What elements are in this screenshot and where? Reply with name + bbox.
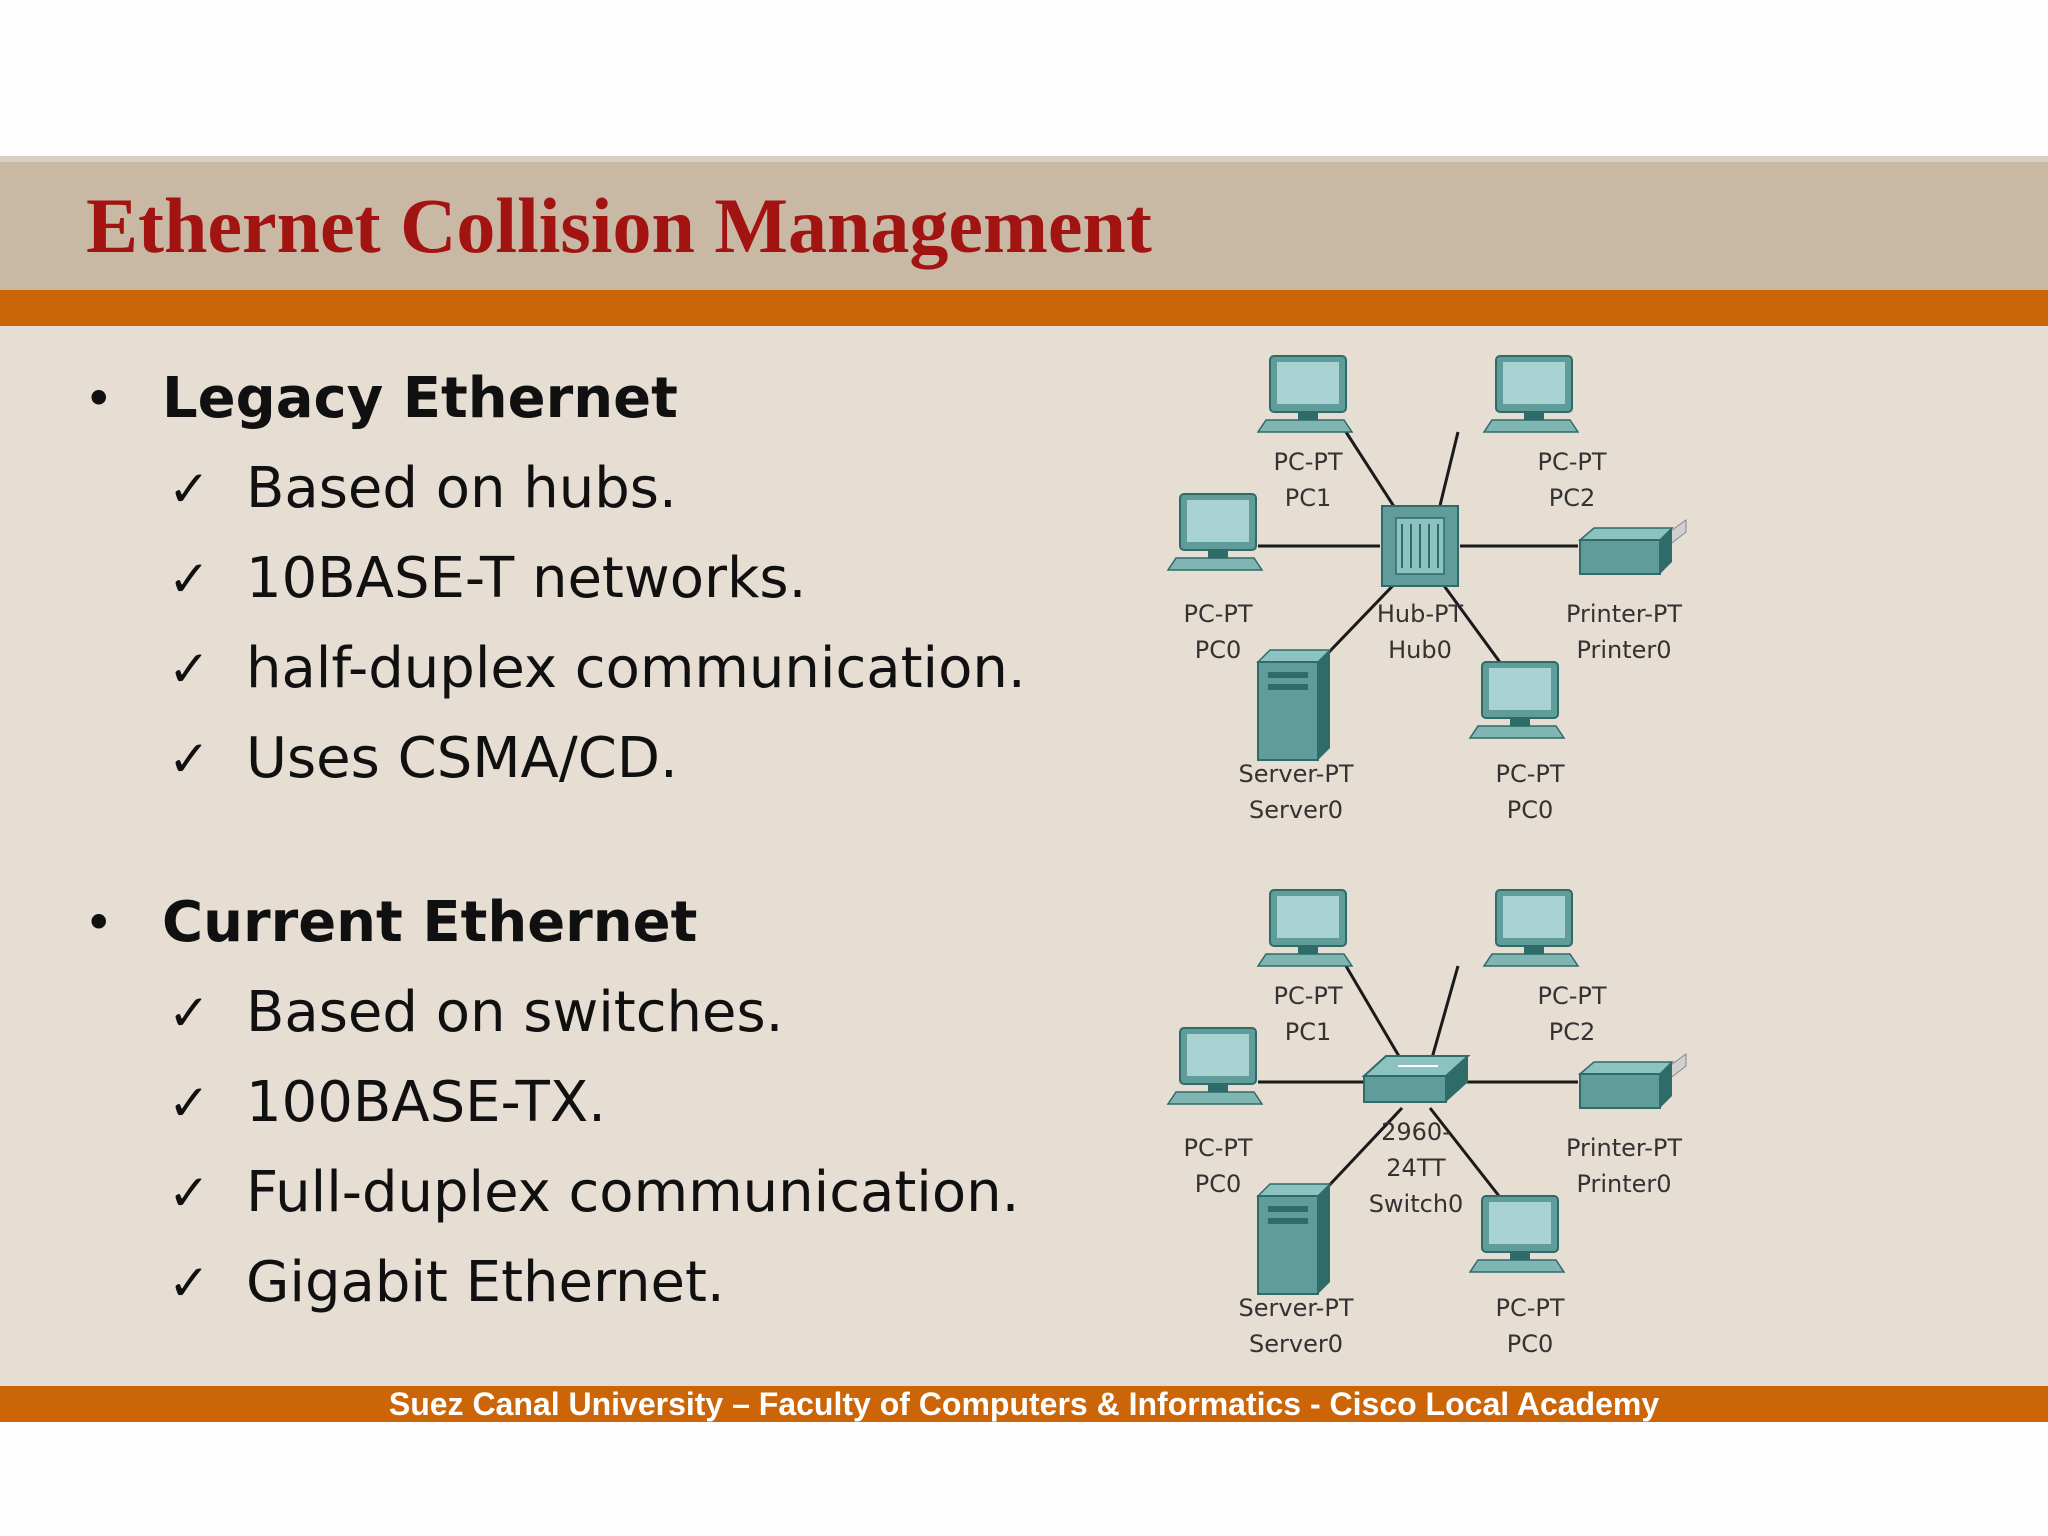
slide-title: Ethernet Collision Management [86, 182, 1152, 269]
device-label: PC2 [1548, 1018, 1596, 1046]
sub-item-text: 10BASE-T networks. [246, 546, 807, 611]
device-label: PC1 [1284, 1018, 1332, 1046]
device-label: Hub-PT [1376, 600, 1464, 628]
sub-item: ✓ 100BASE-TX. [84, 1058, 1154, 1148]
device-label: Server-PT [1238, 1294, 1354, 1322]
sub-item: ✓ Based on switches. [84, 968, 1154, 1058]
check-icon: ✓ [168, 1074, 210, 1132]
server-icon [1256, 649, 1332, 761]
check-icon: ✓ [168, 1254, 210, 1312]
bullet-item: • Current Ethernet [84, 878, 1154, 968]
check-icon: ✓ [168, 460, 210, 518]
printer-icon [1577, 519, 1687, 575]
legacy-ethernet-heading: Legacy Ethernet [162, 366, 678, 431]
footer-text: Suez Canal University – Faculty of Compu… [388, 1386, 1660, 1422]
sub-item: ✓ Gigabit Ethernet. [84, 1238, 1154, 1328]
pc-icon [1482, 355, 1580, 433]
link-line [1432, 571, 1512, 677]
pc-icon [1256, 355, 1354, 433]
pc-icon [1468, 661, 1566, 739]
sub-item-text: half-duplex communication. [246, 636, 1026, 701]
device-label: PC-PT [1273, 448, 1343, 476]
sub-item-text: 100BASE-TX. [246, 1070, 606, 1135]
device-label: Server0 [1249, 796, 1343, 824]
device-label: PC-PT [1537, 982, 1607, 1010]
link-line [1344, 965, 1402, 1059]
title-accent-bar [0, 290, 2048, 326]
device-label: PC0 [1506, 796, 1554, 824]
pc-icon [1166, 1027, 1264, 1105]
device-label: PC-PT [1537, 448, 1607, 476]
sub-item: ✓ Uses CSMA/CD. [84, 714, 1154, 804]
sub-item-text: Full-duplex communication. [246, 1160, 1020, 1225]
device-label: Switch0 [1368, 1190, 1464, 1218]
check-icon: ✓ [168, 984, 210, 1042]
device-label: PC-PT [1495, 1294, 1565, 1322]
device-label: PC1 [1284, 484, 1332, 512]
hub-icon [1381, 505, 1459, 587]
legacy-ethernet-group: • Legacy Ethernet ✓ Based on hubs. ✓ 10B… [84, 354, 1154, 804]
sub-item-text: Uses CSMA/CD. [246, 726, 678, 791]
sub-item: ✓ Full-duplex communication. [84, 1148, 1154, 1238]
pc-icon [1482, 889, 1580, 967]
device-label: Hub0 [1388, 636, 1452, 664]
bullet-dot: • [84, 370, 114, 428]
sub-item: ✓ half-duplex communication. [84, 624, 1154, 714]
link-line [1430, 965, 1460, 1059]
footer-bar [0, 1386, 2048, 1422]
current-ethernet-heading: Current Ethernet [162, 890, 698, 955]
device-label: PC-PT [1183, 1134, 1253, 1162]
check-icon: ✓ [168, 640, 210, 698]
check-icon: ✓ [168, 550, 210, 608]
sub-item-text: Based on hubs. [246, 456, 677, 521]
device-label: PC-PT [1273, 982, 1343, 1010]
device-label: Server-PT [1238, 760, 1354, 788]
pc-icon [1256, 889, 1354, 967]
check-icon: ✓ [168, 1164, 210, 1222]
printer-icon [1577, 1053, 1687, 1109]
device-label: PC-PT [1183, 600, 1253, 628]
device-label: 24TT [1386, 1154, 1446, 1182]
device-label: Printer-PT [1565, 600, 1683, 628]
device-label: PC-PT [1495, 760, 1565, 788]
switch-icon [1361, 1055, 1471, 1103]
topology-graphic [1166, 889, 1687, 1295]
topology-graphic [1166, 355, 1687, 761]
check-icon: ✓ [168, 730, 210, 788]
device-label: 2960- [1381, 1118, 1451, 1146]
device-label: Printer0 [1576, 636, 1672, 664]
device-label: PC0 [1506, 1330, 1554, 1358]
pc-icon [1468, 1195, 1566, 1273]
bullet-dot: • [84, 894, 114, 952]
device-label: Printer0 [1576, 1170, 1672, 1198]
top-rule [0, 156, 2048, 162]
device-label: PC2 [1548, 484, 1596, 512]
bullet-text: • Legacy Ethernet ✓ Based on hubs. ✓ 10B… [0, 326, 1160, 1386]
server-icon [1256, 1183, 1332, 1295]
sub-item-text: Gigabit Ethernet. [246, 1250, 725, 1315]
sub-item: ✓ Based on hubs. [84, 444, 1154, 534]
sub-item-text: Based on switches. [246, 980, 784, 1045]
device-label: Server0 [1249, 1330, 1343, 1358]
bullet-item: • Legacy Ethernet [84, 354, 1154, 444]
pc-icon [1166, 493, 1264, 571]
link-line [1428, 1107, 1512, 1211]
device-label: Printer-PT [1565, 1134, 1683, 1162]
sub-item: ✓ 10BASE-T networks. [84, 534, 1154, 624]
content-area [0, 326, 2048, 1386]
device-label: PC0 [1194, 1170, 1242, 1198]
current-ethernet-group: • Current Ethernet ✓ Based on switches. … [84, 878, 1154, 1328]
device-label: PC0 [1194, 636, 1242, 664]
